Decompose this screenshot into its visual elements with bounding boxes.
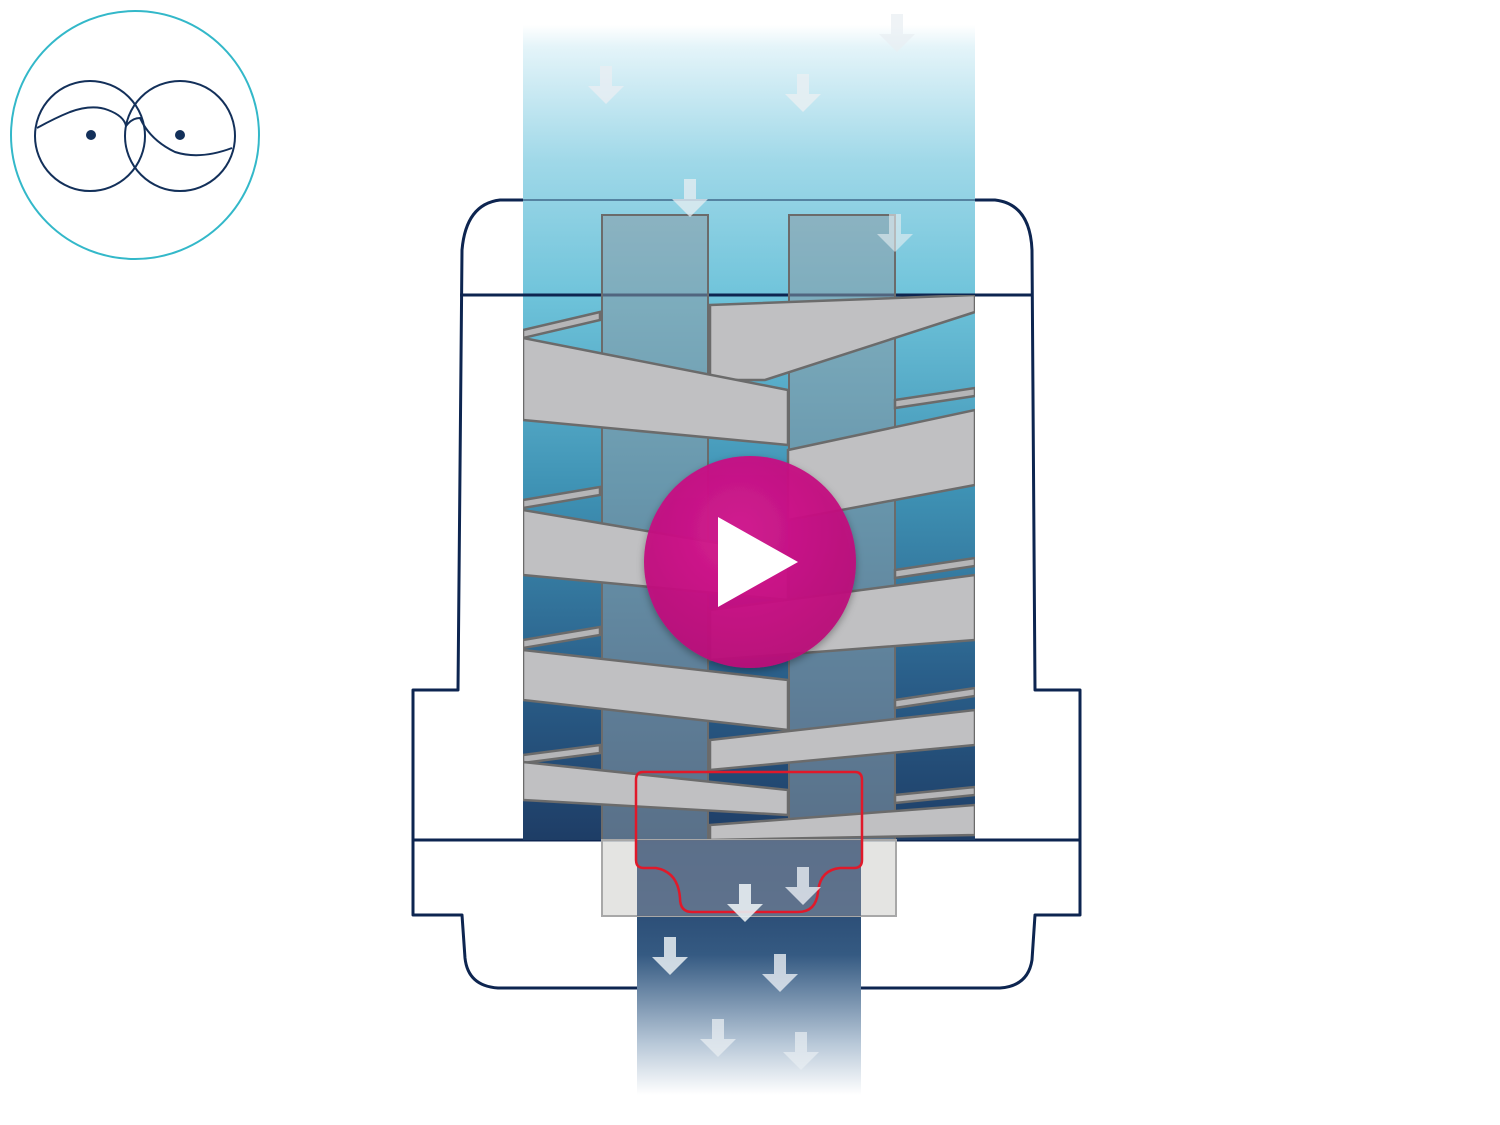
inflow-stream	[523, 25, 975, 300]
flow-arrow-icon	[672, 179, 708, 217]
flow-arrows	[588, 14, 915, 1070]
flow-arrow-icon	[877, 214, 913, 252]
play-icon	[718, 517, 798, 607]
flow-arrow-icon	[785, 867, 821, 905]
play-button[interactable]	[644, 456, 856, 668]
flow-arrow-icon	[783, 1032, 819, 1070]
seal-highlight-outline	[634, 770, 864, 914]
flow-arrow-icon	[785, 74, 821, 112]
flow-arrow-icon	[700, 1019, 736, 1057]
flow-arrow-icon	[762, 954, 798, 992]
flow-arrow-icon	[652, 937, 688, 975]
flow-arrow-icon	[588, 66, 624, 104]
twin-rotor-pump-icon	[10, 10, 260, 260]
flow-arrow-icon	[727, 884, 763, 922]
flow-arrow-icon	[879, 14, 915, 52]
